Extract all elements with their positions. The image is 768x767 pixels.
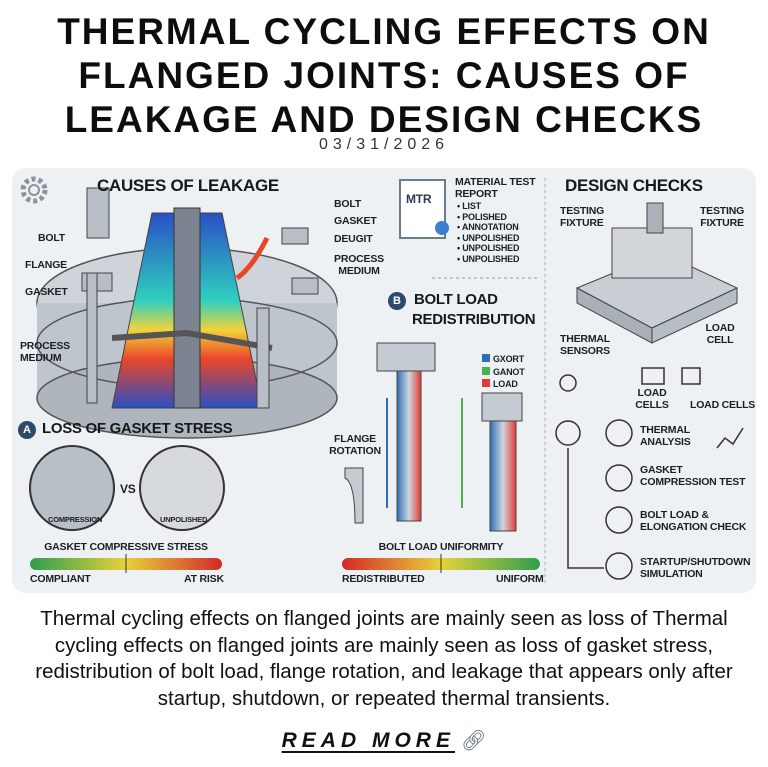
mtr-item: • UNPOLISHED bbox=[457, 243, 520, 254]
compression-label: COMPRESSION bbox=[48, 515, 103, 524]
gasket-circles bbox=[29, 445, 225, 531]
label-gasket: GASKET bbox=[25, 286, 68, 298]
legend-label: GXORT bbox=[493, 354, 525, 364]
causes-heading: CAUSES OF LEAKAGE bbox=[97, 176, 279, 195]
unpolished-label: UNPOLISHED bbox=[160, 515, 208, 524]
read-more-link[interactable]: READ MORE bbox=[281, 729, 455, 752]
page-title: THERMAL CYCLING EFFECTS ON FLANGED JOINT… bbox=[57, 11, 711, 140]
gear-icon bbox=[20, 176, 48, 204]
flange-rotation-label: FLANGE ROTATION bbox=[329, 433, 381, 457]
mtr-item: • POLISHED bbox=[457, 211, 507, 222]
legend-swatch bbox=[482, 379, 490, 388]
gasket-bar-left: COMPLIANT bbox=[30, 573, 91, 585]
badge-b: B bbox=[388, 292, 406, 310]
testing-fixture-drawing bbox=[575, 202, 739, 344]
bolt-drawings bbox=[344, 342, 523, 532]
mtr-item: • ANNOTATION bbox=[457, 222, 519, 233]
bolt-bar-left: REDISTRIBUTED bbox=[342, 573, 425, 585]
check-startup-shutdown: STARTUP/SHUTDOWN SIMULATION bbox=[640, 556, 751, 580]
mtr-title: MATERIAL TEST REPORT bbox=[455, 176, 536, 200]
legend-label: GANOT bbox=[493, 366, 525, 377]
bolt-legend: GXORT GANOT LOAD bbox=[482, 354, 525, 390]
link-icon[interactable]: 🔗︎ bbox=[460, 730, 487, 752]
label-process-medium-right: PROCESS MEDIUM bbox=[334, 253, 384, 277]
label-bolt-right: BOLT bbox=[334, 198, 361, 210]
gasket-stress-heading: LOSS OF GASKET STRESS bbox=[42, 420, 233, 437]
check-thermal-analysis: THERMAL ANALYSIS bbox=[640, 424, 691, 448]
bolt-bar-title: BOLT LOAD UNIFORMITY bbox=[378, 541, 504, 553]
legend-label: LOAD bbox=[493, 379, 518, 390]
thermal-sensors-label: THERMAL SENSORS bbox=[560, 333, 610, 357]
infographic: CAUSES OF LEAKAGE BOLT FLANGE GASKET PRO… bbox=[12, 168, 756, 593]
load-cell-label: LOAD CELL bbox=[705, 322, 735, 346]
design-check-icons bbox=[555, 367, 744, 580]
label-process-medium: PROCESS MEDIUM bbox=[20, 340, 70, 364]
flange-drawing bbox=[36, 187, 338, 439]
check-bolt-elongation: BOLT LOAD & ELONGATION CHECK bbox=[640, 509, 747, 533]
infographic-drawing bbox=[20, 176, 744, 583]
bolt-bar-right: UNIFORM bbox=[496, 573, 544, 585]
mtr-item: • UNPOLISHED bbox=[457, 232, 520, 243]
post-date: 03/31/2026 bbox=[318, 136, 450, 153]
mtr-list: • LIST • POLISHED • ANNOTATION • UNPOLIS… bbox=[457, 201, 519, 265]
design-checks-heading: DESIGN CHECKS bbox=[565, 176, 703, 195]
load-cells-label: LOAD CELLS bbox=[635, 387, 669, 411]
gasket-bar-right: AT RISK bbox=[184, 573, 224, 585]
label-gasket-right: GASKET bbox=[334, 215, 377, 227]
label-deugit: DEUGIT bbox=[334, 233, 373, 245]
label-bolt: BOLT bbox=[38, 232, 65, 244]
bolt-load-heading-2: REDISTRIBUTION bbox=[412, 311, 536, 328]
badge-a: A bbox=[18, 421, 36, 439]
vs-label: VS bbox=[120, 482, 136, 496]
bolt-load-heading: BOLT LOAD bbox=[414, 291, 498, 308]
legend-swatch bbox=[482, 366, 490, 375]
fixture-label-right: TESTING FIXTURE bbox=[699, 205, 745, 229]
mtr-document-icon bbox=[399, 179, 449, 239]
post-description: Thermal cycling effects on flanged joint… bbox=[35, 607, 733, 710]
mtr-doc-label: MTR bbox=[406, 192, 432, 206]
label-flange: FLANGE bbox=[25, 259, 67, 271]
legend-swatch bbox=[482, 354, 490, 362]
gasket-bar-title: GASKET COMPRESSIVE STRESS bbox=[44, 541, 208, 553]
fixture-label-left: TESTING FIXTURE bbox=[560, 205, 605, 229]
mtr-item: • UNPOLISHED bbox=[457, 253, 520, 264]
check-gasket-compression: GASKET COMPRESSION TEST bbox=[640, 464, 746, 488]
mtr-item: • LIST bbox=[457, 201, 481, 211]
load-cells-label-2: LOAD CELLS bbox=[690, 399, 756, 411]
read-more: READ MORE🔗︎ bbox=[0, 728, 768, 753]
